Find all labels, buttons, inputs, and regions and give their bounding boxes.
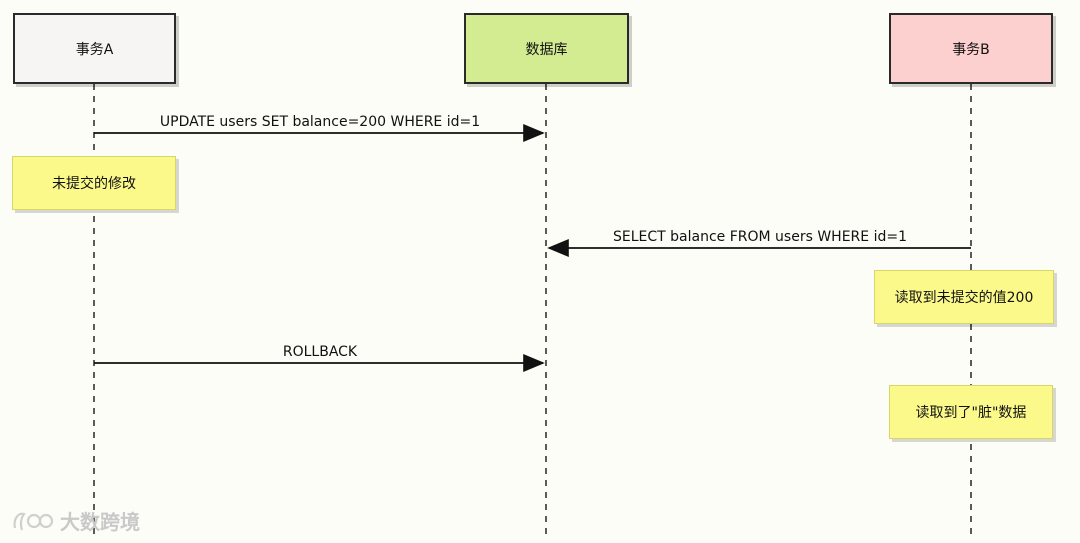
note-dirty-read-text: 读取到了"脏"数据: [915, 405, 1027, 421]
note-uncommitted-text: 未提交的修改: [52, 176, 136, 192]
participant-database: 数据库: [464, 13, 629, 84]
watermark-logo-icon: [13, 512, 54, 530]
note-read-uncommitted: 读取到未提交的值200: [874, 270, 1054, 324]
participant-database-label: 数据库: [525, 41, 568, 58]
participant-transaction-a-label: 事务A: [75, 41, 114, 58]
note-dirty-read: 读取到了"脏"数据: [889, 385, 1053, 439]
participant-transaction-b-label: 事务B: [952, 41, 990, 58]
watermark-text: 大数跨境: [60, 510, 140, 534]
message-select-label: SELECT balance FROM users WHERE id=1: [613, 229, 907, 245]
participant-transaction-b: 事务B: [889, 13, 1053, 84]
participant-transaction-a: 事务A: [13, 13, 176, 84]
watermark: 大数跨境: [12, 506, 140, 535]
note-read-uncommitted-text: 读取到未提交的值200: [894, 290, 1034, 306]
note-uncommitted: 未提交的修改: [12, 156, 176, 210]
message-update-label: UPDATE users SET balance=200 WHERE id=1: [159, 114, 481, 130]
message-rollback-label: ROLLBACK: [282, 344, 358, 360]
